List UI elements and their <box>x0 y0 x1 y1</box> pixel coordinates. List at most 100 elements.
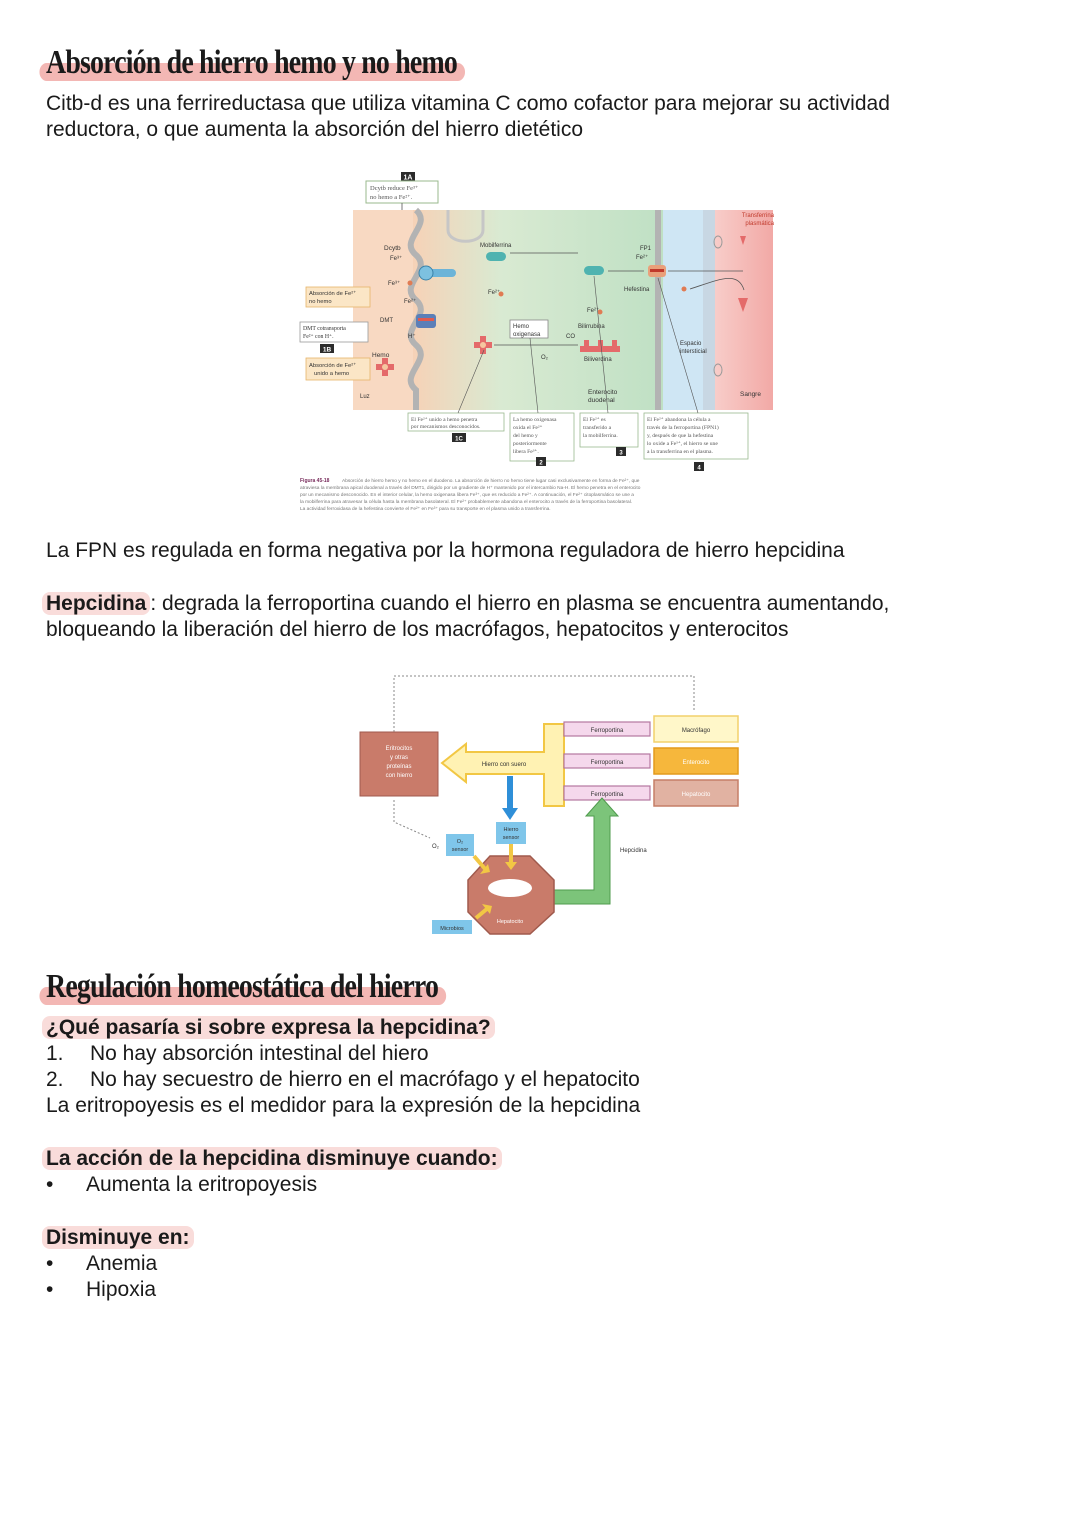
svg-text:3: 3 <box>619 451 623 457</box>
svg-text:Fe³⁺: Fe³⁺ <box>390 255 402 262</box>
svg-text:transferido a: transferido a <box>583 424 612 431</box>
enterocito-box <box>653 747 739 775</box>
svg-text:4: 4 <box>697 466 701 472</box>
svg-text:Fe²⁺: Fe²⁺ <box>587 307 599 314</box>
svg-text:y, después de que la hefestina: y, después de que la hefestina <box>647 432 714 439</box>
eritrocitos-box <box>359 731 439 797</box>
heading-highlight <box>39 987 447 1005</box>
svg-text:a la transferrina en el plasma: a la transferrina en el plasma. <box>647 448 713 455</box>
callout-2 <box>509 412 575 462</box>
svg-text:Enterocito: Enterocito <box>588 389 618 396</box>
ferroportina-bar-3 <box>563 785 651 801</box>
svg-text:Ferroportina: Ferroportina <box>591 792 624 798</box>
transferrina-molecule <box>738 298 748 312</box>
callout-4 <box>643 412 749 460</box>
svg-text:Fe³⁺: Fe³⁺ <box>388 280 400 287</box>
svg-text:FP1: FP1 <box>640 246 652 252</box>
hepcidina-term: Hepcidina <box>42 592 151 615</box>
interstitial-region <box>663 210 703 410</box>
list-number: 2. <box>46 1068 64 1091</box>
callout-3 <box>579 412 639 448</box>
svg-text:1B: 1B <box>323 347 332 354</box>
svg-text:Macrófago: Macrófago <box>682 728 711 734</box>
svg-text:Absorción de hierro hemo y no: Absorción de hierro hemo y no hemo en el… <box>342 478 640 484</box>
paragraph-citb-line2: reductora, o que aumenta la absorción de… <box>46 118 583 141</box>
label-dmt-cotransporta <box>299 321 369 343</box>
svg-text:Hemo: Hemo <box>513 324 530 330</box>
svg-text:Fe²⁺ con H⁺.: Fe²⁺ con H⁺. <box>303 334 334 340</box>
paragraph-hepcidina-line2: bloqueando la liberación del hierro de l… <box>46 618 789 641</box>
svg-text:Bilirrubina: Bilirrubina <box>578 324 605 330</box>
heading-absorcion-hierro: Absorción de hierro hemo y no hemo <box>39 44 466 82</box>
svg-text:y otras: y otras <box>390 755 408 761</box>
bullet-item-anemia: •Anemia <box>46 1251 157 1277</box>
list-item-1: 1.No hay absorción intestinal del hiero <box>46 1041 429 1067</box>
bilirrubina-molecules <box>580 340 620 352</box>
svg-text:O₂: O₂ <box>541 355 549 361</box>
label-absorcion-hemo <box>305 357 371 381</box>
svg-text:Fe²⁺: Fe²⁺ <box>636 254 648 261</box>
svg-text:Luz: Luz <box>360 394 370 400</box>
svg-text:Eritrocitos: Eritrocitos <box>386 746 413 752</box>
heading-regulacion-homeostatica: Regulación homeostática del hierro <box>39 968 447 1006</box>
svg-text:La actividad ferroxidasa de la: La actividad ferroxidasa de la hefestina… <box>300 506 551 512</box>
bullet-item-eritropoyesis: • Aumenta la eritropoyesis <box>46 1172 317 1198</box>
disminuye-heading-text: Disminuye en: <box>42 1226 194 1249</box>
svg-text:no hemo a Fe²⁺.: no hemo a Fe²⁺. <box>370 194 413 201</box>
svg-text:la mobilferrina para atravesar: la mobilferrina para atravesar la célula… <box>300 499 632 505</box>
apical-membrane <box>407 207 424 410</box>
svg-text:Enterocito: Enterocito <box>682 760 710 766</box>
hierro-sensor-box <box>496 822 526 844</box>
svg-text:O₂: O₂ <box>432 844 440 850</box>
svg-text:través de la ferroportina (FPN: través de la ferroportina (FPN1) <box>647 424 719 431</box>
svg-text:posteriormente: posteriormente <box>513 441 547 447</box>
tag-1a <box>401 172 415 181</box>
svg-text:intersticial: intersticial <box>680 349 707 355</box>
svg-text:Ferroportina: Ferroportina <box>591 728 624 734</box>
svg-text:libera Fe³⁺.: libera Fe³⁺. <box>513 448 539 455</box>
svg-text:Hierro: Hierro <box>504 827 519 833</box>
svg-text:no hemo: no hemo <box>309 299 332 305</box>
svg-text:Dcytb: Dcytb <box>384 245 401 252</box>
svg-text:El Fe²⁺ unido a hemo penetra: El Fe²⁺ unido a hemo penetra <box>411 416 478 423</box>
heading-highlight <box>39 63 466 81</box>
svg-text:del hemo y: del hemo y <box>513 433 538 439</box>
bullet: • <box>46 1173 54 1196</box>
svg-text:Transferrina: Transferrina <box>742 213 775 219</box>
list-text: No hay absorción intestinal del hiero <box>90 1042 429 1065</box>
heme-molecule-lumen <box>376 358 394 376</box>
svg-text:Hierro con suero: Hierro con suero <box>482 762 527 768</box>
svg-text:Hemo: Hemo <box>372 352 390 359</box>
svg-text:Sangre: Sangre <box>740 391 761 398</box>
paragraph-eritropoyesis: La eritropoyesis es el medidor para la e… <box>46 1094 641 1117</box>
blue-down-arrow <box>502 808 518 820</box>
ferroportina-bar-1 <box>563 721 651 737</box>
question-line: ¿Qué pasaría si sobre expresa la hepcidi… <box>42 1015 495 1041</box>
tag-1b <box>320 344 334 353</box>
mobilferrina-protein <box>486 252 506 261</box>
bullet-text: Hipoxia <box>86 1278 157 1301</box>
svg-text:Dcytb reduce Fe³⁺: Dcytb reduce Fe³⁺ <box>370 185 418 192</box>
list-item-2: 2.No hay secuestro de hierro en el macró… <box>46 1067 640 1093</box>
o2-sensor-box <box>446 834 474 856</box>
macrofago-box <box>653 715 739 743</box>
heading-text: Regulación homeostática del hierro <box>46 968 439 1005</box>
question-text: ¿Qué pasaría si sobre expresa la hepcidi… <box>42 1016 495 1039</box>
svg-text:oxigenasa: oxigenasa <box>513 332 541 338</box>
svg-text:Microbios: Microbios <box>440 926 464 932</box>
svg-text:La hemo oxigenasa: La hemo oxigenasa <box>513 417 557 423</box>
microbios-box <box>432 920 472 934</box>
svg-text:por un mecanismo desconocido.: por un mecanismo desconocido. En el inte… <box>300 492 634 498</box>
svg-text:Figura 45-18: Figura 45-18 <box>300 478 330 484</box>
svg-text:CO: CO <box>566 334 575 340</box>
svg-text:2: 2 <box>539 461 543 467</box>
bullet-text: Anemia <box>86 1252 158 1275</box>
bullet-text: Aumenta la eritropoyesis <box>86 1173 318 1196</box>
svg-text:Ferroportina: Ferroportina <box>591 760 624 766</box>
svg-text:Hepatocito: Hepatocito <box>497 919 523 925</box>
paragraph-citb-line1: Citb-d es una ferrireductasa que utiliza… <box>46 92 890 115</box>
hepcidina-definition: : degrada la ferroportina cuando el hier… <box>150 592 890 615</box>
svg-text:proteínas: proteínas <box>386 764 411 770</box>
callout-1c <box>407 412 505 432</box>
bullet-item-hipoxia: •Hipoxia <box>46 1277 156 1303</box>
